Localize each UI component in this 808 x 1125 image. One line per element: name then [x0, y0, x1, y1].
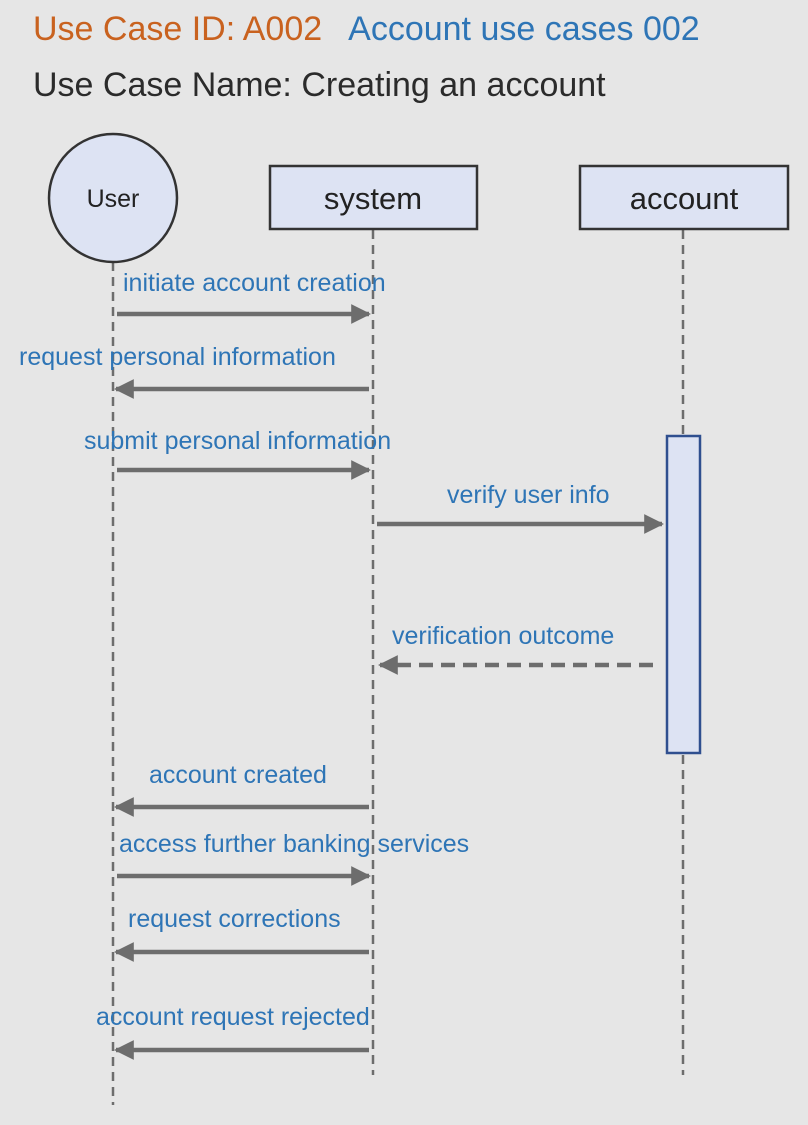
- account-activation-bar: [665, 434, 702, 755]
- message-6-label: account created: [149, 761, 327, 789]
- message-1-label: initiate account creation: [123, 269, 386, 297]
- system-participant: system: [268, 164, 479, 231]
- user-actor-label: User: [87, 185, 140, 213]
- user-actor-circle: [47, 132, 179, 264]
- message-3-label: submit personal information: [84, 427, 391, 455]
- use-case-header: Use Case ID: A002 Account use cases 002: [33, 10, 700, 49]
- message-7-label: access further banking services: [119, 830, 469, 858]
- message-8-label: request corrections: [128, 905, 341, 933]
- account-participant: account: [578, 164, 790, 231]
- use-case-id: Use Case ID: A002: [33, 10, 323, 48]
- use-case-name: Use Case Name: Creating an account: [33, 66, 606, 104]
- use-case-description: Account use cases 002: [348, 10, 700, 48]
- message-9-label: account request rejected: [96, 1003, 370, 1031]
- message-4: verify user info: [377, 481, 664, 534]
- system-participant-label: system: [324, 181, 422, 216]
- message-2: request personal information: [19, 343, 369, 399]
- message-2-label: request personal information: [19, 343, 336, 371]
- message-5: verification outcome: [378, 622, 653, 675]
- message-7: access further banking services: [117, 830, 469, 886]
- message-9: account request rejected: [96, 1003, 370, 1060]
- user-actor: User: [47, 132, 179, 264]
- system-participant-box: [268, 164, 479, 231]
- message-6: account created: [114, 761, 369, 817]
- account-participant-label: account: [630, 181, 739, 216]
- message-5-label: verification outcome: [392, 622, 614, 650]
- message-4-label: verify user info: [447, 481, 610, 509]
- message-1: initiate account creation: [117, 269, 386, 324]
- account-participant-box: [578, 164, 790, 231]
- message-3: submit personal information: [84, 427, 391, 480]
- message-8: request corrections: [114, 905, 369, 962]
